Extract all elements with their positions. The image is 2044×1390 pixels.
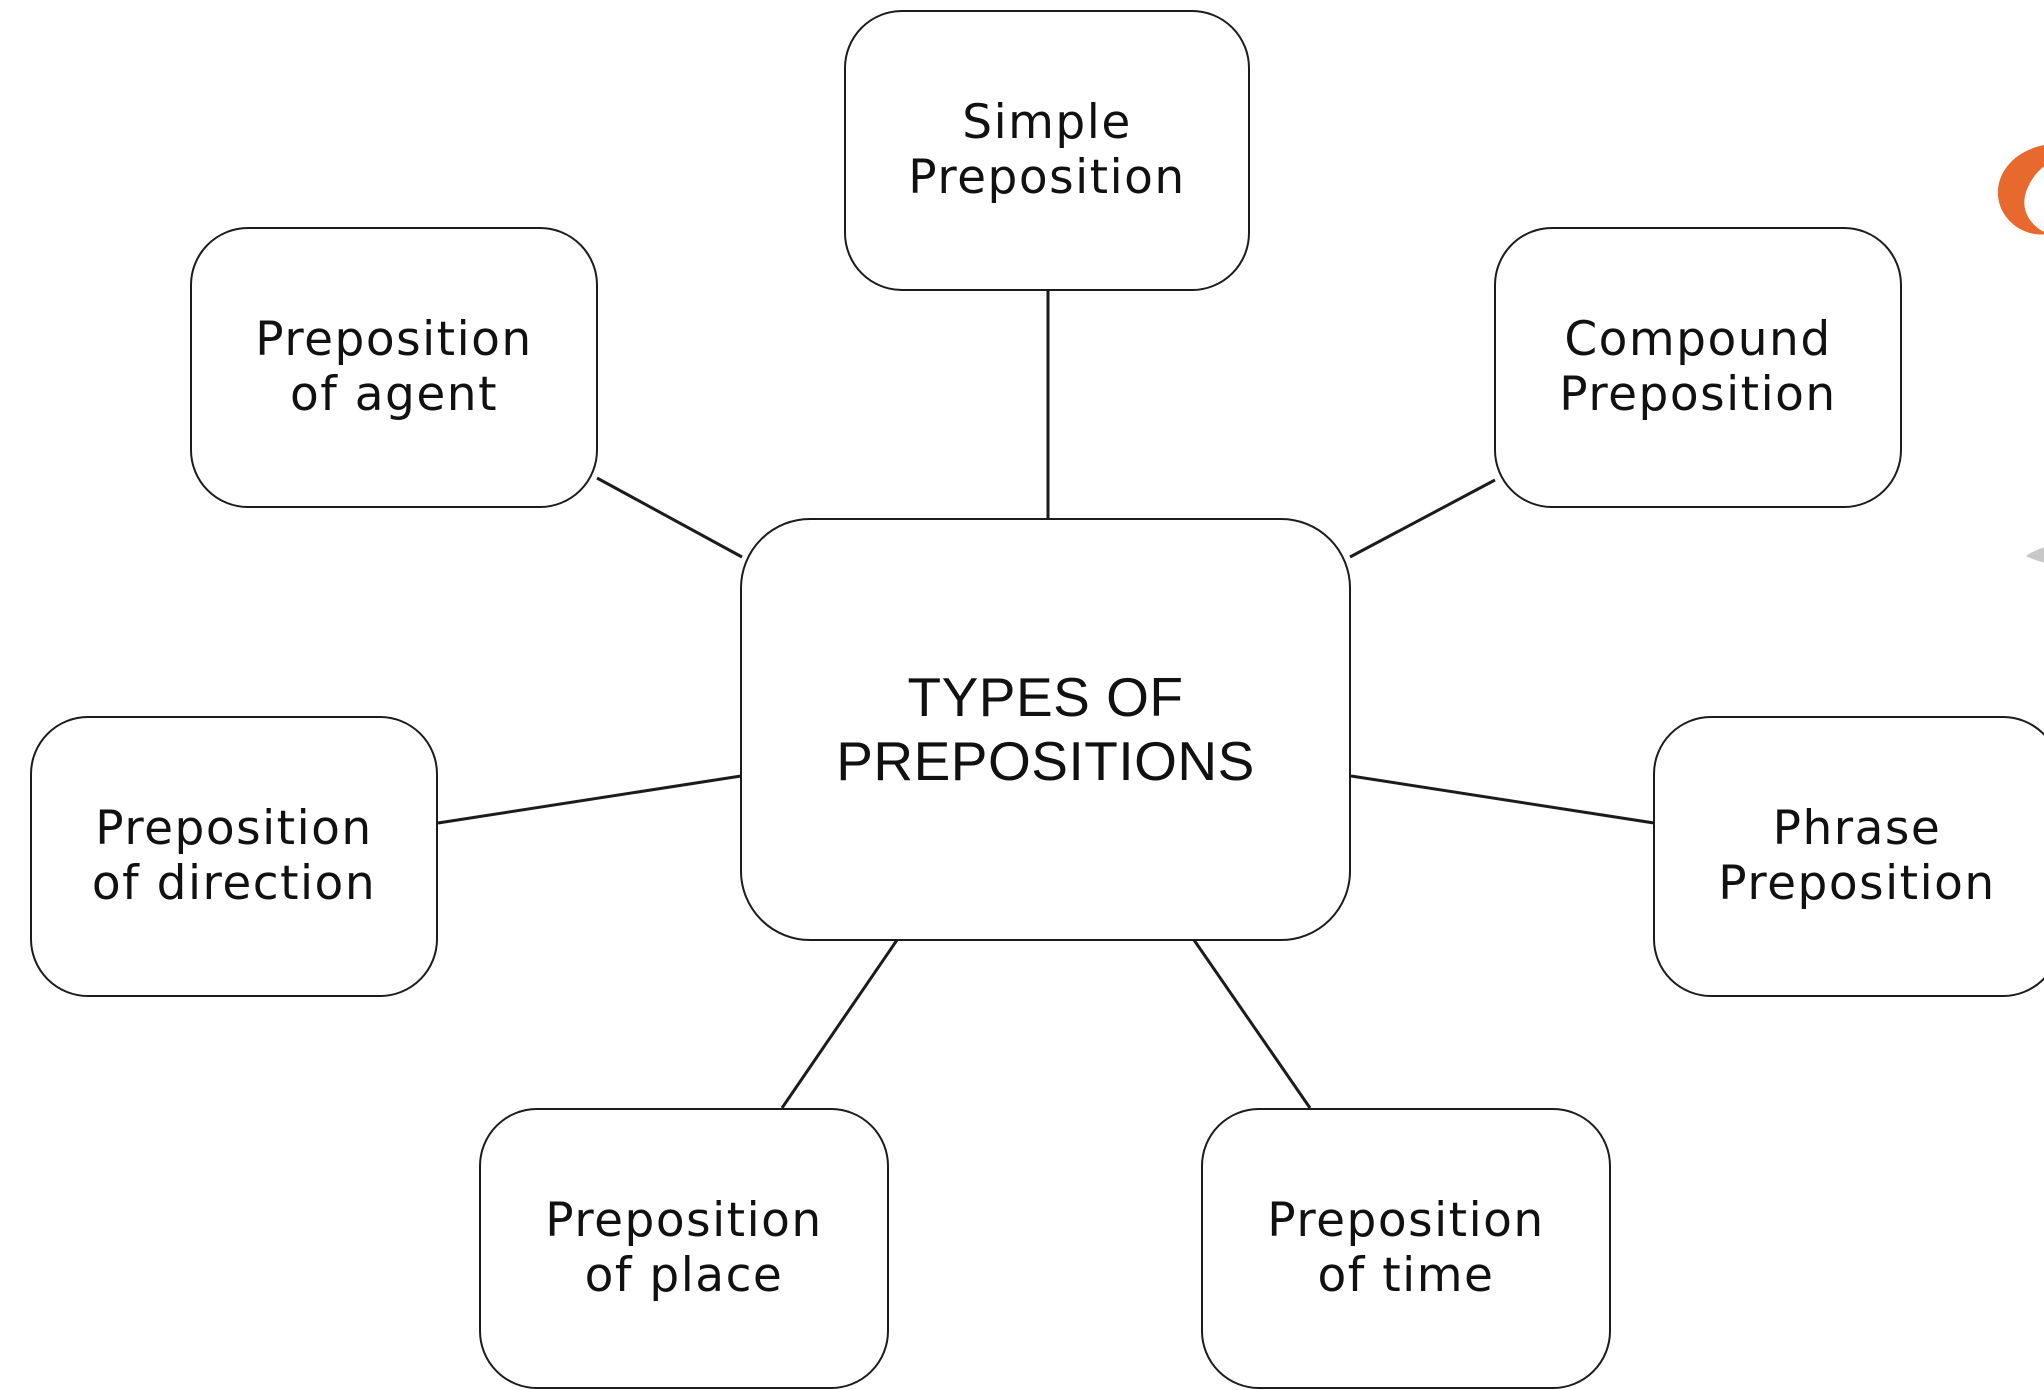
- node-label: Preposition of time: [1267, 1192, 1545, 1303]
- gray-shape-decoration-icon: [2026, 547, 2044, 563]
- connector-time: [1192, 939, 1312, 1109]
- connector-direction: [437, 774, 742, 825]
- center-node-types-of-prepositions: TYPES OF PREPOSITIONS: [740, 518, 1351, 941]
- connector-phrase: [1350, 774, 1655, 825]
- node-label: Simple Preposition: [908, 94, 1186, 205]
- node-label: Phrase Preposition: [1718, 800, 1996, 911]
- connector-place: [780, 939, 899, 1109]
- node-preposition-of-time: Preposition of time: [1201, 1108, 1611, 1389]
- orange-swirl-decoration-icon: [1997, 145, 2044, 235]
- connector-agent: [596, 476, 743, 559]
- node-preposition-of-agent: Preposition of agent: [190, 227, 598, 508]
- node-phrase-preposition: Phrase Preposition: [1653, 716, 2044, 997]
- node-label: Preposition of direction: [91, 800, 377, 911]
- node-label: Compound Preposition: [1559, 311, 1837, 422]
- node-label: Preposition of place: [545, 1192, 823, 1303]
- node-preposition-of-place: Preposition of place: [479, 1108, 889, 1389]
- node-compound-preposition: Compound Preposition: [1494, 227, 1902, 508]
- node-label: Preposition of agent: [255, 311, 533, 422]
- node-simple-preposition: Simple Preposition: [844, 10, 1250, 291]
- connector-compound: [1349, 478, 1496, 559]
- center-node-label: TYPES OF PREPOSITIONS: [836, 665, 1255, 792]
- node-preposition-of-direction: Preposition of direction: [30, 716, 438, 997]
